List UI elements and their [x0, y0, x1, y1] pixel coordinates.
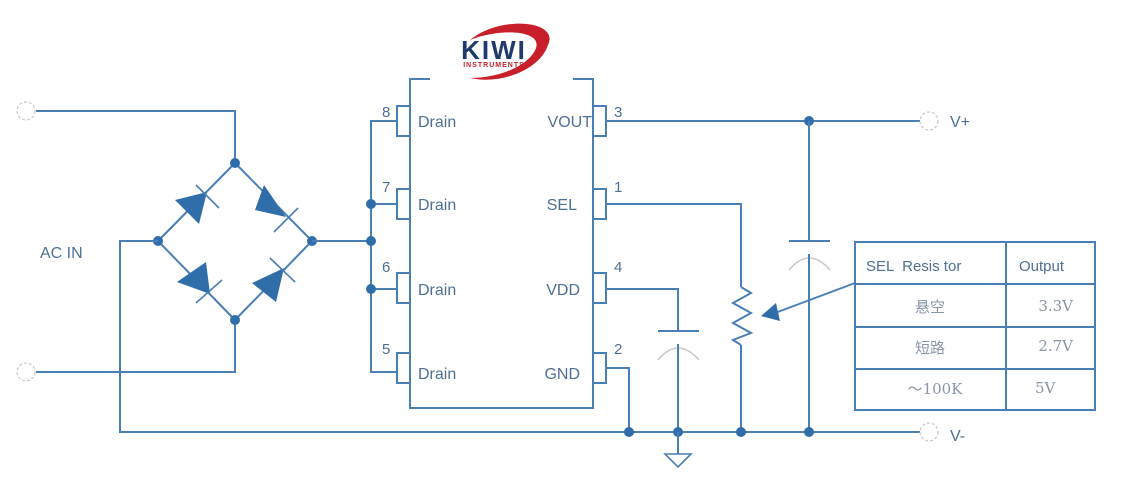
table-cell-output: 3.3V — [1038, 297, 1074, 315]
logo-subtitle: INSTRUMENTS — [463, 62, 525, 69]
ic-pin-6: 6 Drain — [382, 259, 456, 304]
wire-vdd — [606, 288, 679, 331]
bridge-rectifier — [153, 158, 317, 325]
kiwi-logo: KIWI INSTRUMENTS — [461, 23, 550, 80]
vdd-capacitor — [657, 330, 700, 432]
table-cell-resistor: 短路 — [915, 339, 945, 357]
pin-name: Drain — [418, 366, 456, 383]
pin-number: 6 — [382, 259, 390, 276]
v-minus-terminal[interactable] — [919, 422, 939, 442]
junction-gnd — [624, 427, 634, 437]
table-row: 短路 2.7V — [915, 337, 1074, 357]
pin-number: 5 — [382, 341, 390, 358]
wire-ac-top — [36, 110, 236, 163]
ac-in-terminal-bottom[interactable] — [16, 362, 36, 382]
junction-bridge-bottom — [230, 315, 240, 325]
ic-pin-7: 7 Drain — [382, 179, 456, 220]
sel-output-table: SEL Resis tor Output 悬空 3.3V 短路 2.7V ～10… — [854, 241, 1096, 411]
table-cell-output: 2.7V — [1038, 337, 1074, 355]
diode-d4 — [252, 257, 296, 302]
table-cell-resistor: ～100K — [908, 380, 964, 398]
table-cell-output: 5V — [1035, 379, 1057, 397]
ic-pin-1: 1 SEL — [547, 179, 622, 220]
junction-drain-7 — [366, 199, 376, 209]
pin-number: 4 — [614, 259, 622, 276]
logo-swoosh — [470, 23, 550, 80]
wire-ac-bottom — [36, 320, 236, 373]
pin-number: 8 — [382, 104, 390, 121]
junction-drain-mid — [366, 236, 376, 246]
junction-drain-6 — [366, 284, 376, 294]
pin-name: VDD — [546, 282, 580, 299]
resistor-pointer-arrowhead — [761, 303, 780, 321]
junction-bridge-top — [230, 158, 240, 168]
ic-pin-4: 4 VDD — [546, 259, 622, 304]
pin-name: GND — [544, 366, 580, 383]
ic-outline — [409, 78, 594, 409]
ic-pin-5: 5 Drain — [382, 341, 456, 384]
pin-name: Drain — [418, 282, 456, 299]
table-header-output: Output — [1019, 258, 1065, 275]
table-row: ～100K 5V — [908, 379, 1057, 398]
wire-negative-rail — [119, 240, 920, 433]
ic-pin-8: 8 Drain — [382, 104, 456, 137]
wire-sel — [606, 203, 742, 287]
pin-name: SEL — [547, 197, 577, 214]
wire-drain-bus — [370, 120, 397, 373]
pin-number: 2 — [614, 341, 622, 358]
pin-name: Drain — [418, 114, 456, 131]
ic-package: 8 Drain 7 Drain 6 Drain 5 Drain 3 VOUT 1… — [382, 78, 622, 409]
logo-name: KIWI — [461, 35, 527, 65]
diode-d2 — [255, 185, 299, 233]
diode-d3 — [177, 262, 223, 304]
pin-name: VOUT — [548, 114, 593, 131]
pin-number: 3 — [614, 104, 622, 121]
junction-resistor — [736, 427, 746, 437]
v-minus-label: V- — [950, 428, 965, 445]
resistor-pointer-line — [774, 282, 856, 314]
pin-number: 7 — [382, 179, 390, 196]
pin-number: 1 — [614, 179, 622, 196]
ac-in-terminal-top[interactable] — [16, 101, 36, 121]
table-cell-resistor: 悬空 — [915, 298, 945, 316]
ic-pin-2: 2 GND — [544, 341, 622, 384]
ground-icon — [663, 432, 693, 469]
junction-cap-out — [804, 427, 814, 437]
diode-d1 — [175, 184, 220, 224]
v-plus-label: V+ — [950, 114, 970, 131]
sel-resistor — [730, 286, 754, 346]
ac-in-label: AC IN — [40, 245, 83, 262]
table-row: 悬空 3.3V — [915, 297, 1074, 316]
output-capacitor — [788, 121, 831, 432]
pin-name: Drain — [418, 197, 456, 214]
table-header-resistor: SEL Resis tor — [866, 258, 961, 275]
v-plus-terminal[interactable] — [919, 111, 939, 131]
wire-gnd — [606, 367, 630, 432]
